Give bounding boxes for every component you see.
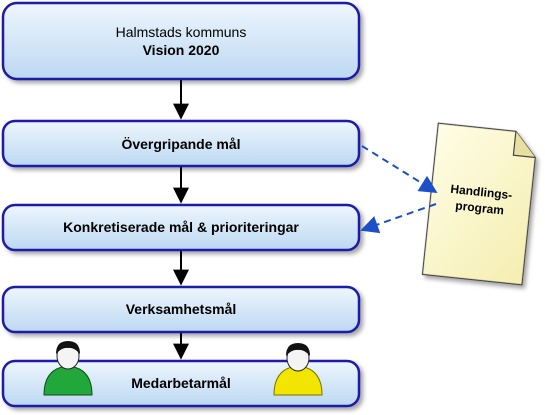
overgripande-label: Övergripande mål (121, 136, 240, 152)
konkretiserade-box: Konkretiserade mål & prioriteringar (1, 203, 361, 252)
verksamhet-box: Verksamhetsmål (1, 285, 361, 334)
vision-line-2: Vision 2020 (143, 42, 220, 58)
handlingsprogram-document: Handlings- program (421, 122, 536, 286)
person-green-icon (43, 341, 93, 396)
konkretiserade-label: Konkretiserade mål & prioriteringar (63, 219, 299, 235)
vision-box: Halmstads kommuns Vision 2020 (1, 1, 361, 81)
vision-line-1: Halmstads kommuns (116, 24, 247, 40)
person-yellow-icon (273, 343, 323, 396)
verksamhet-label: Verksamhetsmål (126, 301, 237, 317)
document-line-2: program (455, 198, 505, 217)
medarbetar-label: Medarbetarmål (131, 375, 231, 391)
dashed-arrow-from-document (360, 203, 437, 234)
document-line-1: Handlings- (450, 182, 513, 202)
overgripande-box: Övergripande mål (1, 119, 361, 168)
dashed-arrow-to-document (361, 145, 438, 193)
